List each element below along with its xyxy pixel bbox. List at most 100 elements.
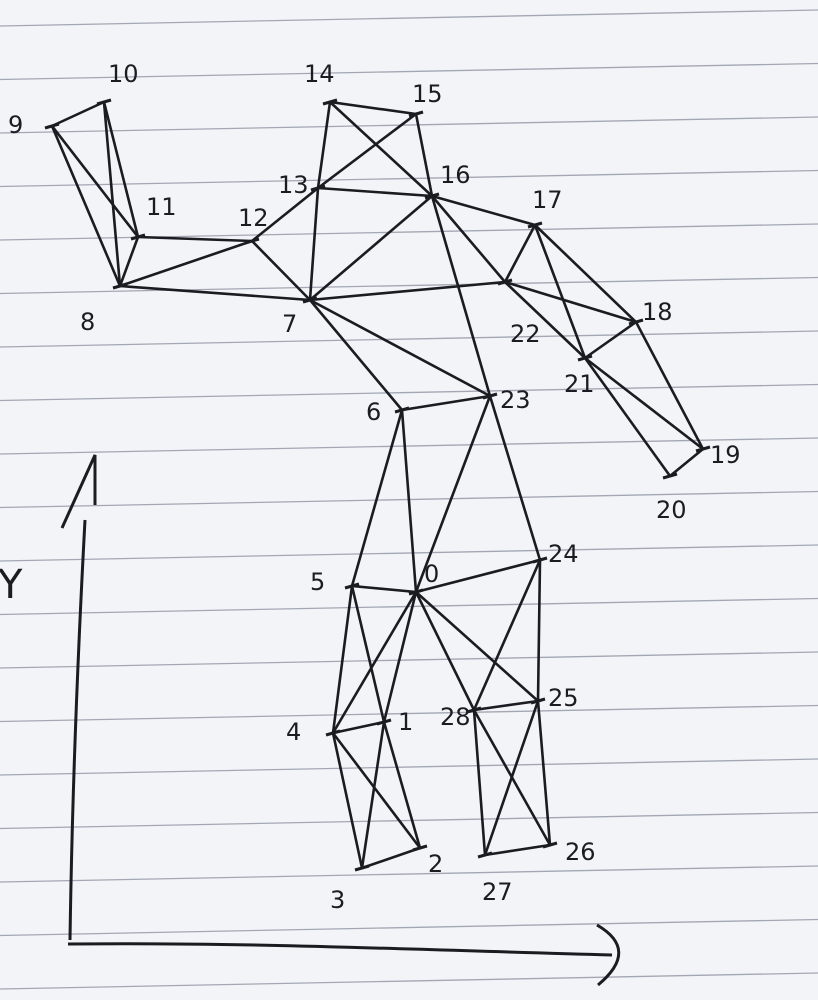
joint-15-mark <box>408 110 424 118</box>
y-axis-line <box>68 519 87 941</box>
segment-7-6 <box>308 298 404 412</box>
joint-17-label: 17 <box>532 186 563 214</box>
segment-12-13 <box>250 186 320 243</box>
joint-4-mark <box>325 729 341 737</box>
coordinate-axes: Y <box>0 454 621 987</box>
joint-8-label: 8 <box>80 308 95 336</box>
segment-13-7 <box>308 186 320 302</box>
joint-28-mark <box>466 706 482 714</box>
segment-10-8 <box>102 100 122 288</box>
joint-4-label: 4 <box>286 718 301 746</box>
joint-15-label: 15 <box>412 80 443 108</box>
joint-24-label: 24 <box>548 540 579 568</box>
segment-20-19 <box>668 447 705 478</box>
segment-4-1 <box>331 720 386 735</box>
ruled-line <box>0 330 818 348</box>
y-axis-label: Y <box>0 562 23 608</box>
y-axis-arrowhead <box>60 454 97 529</box>
segment-6-5 <box>350 408 404 588</box>
joint-9-mark <box>44 122 60 130</box>
joint-20-mark <box>662 472 678 480</box>
joint-10-mark <box>96 98 112 106</box>
segment-28-27 <box>472 708 487 857</box>
segment-16-17 <box>430 194 537 227</box>
joint-22-mark <box>497 278 513 286</box>
segment-0-1 <box>382 590 418 724</box>
joint-13-label: 13 <box>278 171 309 199</box>
segment-15-16 <box>414 112 434 198</box>
segment-24-28 <box>472 558 542 712</box>
segment-8-7 <box>118 284 312 302</box>
joint-21-label: 21 <box>564 370 595 398</box>
ruled-lines <box>0 9 818 990</box>
joint-25-mark <box>530 697 546 705</box>
joint-27-label: 27 <box>482 878 513 906</box>
joint-25-label: 25 <box>548 684 579 712</box>
joint-19-mark <box>695 445 711 453</box>
joint-18-mark <box>628 318 644 326</box>
joint-28-label: 28 <box>440 703 471 731</box>
joint-2-mark <box>412 844 428 852</box>
joint-27-mark <box>477 851 493 859</box>
joint-23-mark <box>482 392 498 400</box>
x-axis-arrowhead <box>596 923 621 987</box>
bone-segments <box>50 100 705 870</box>
segment-6-0 <box>400 408 418 594</box>
joint-1-mark <box>376 718 392 726</box>
segment-12-7 <box>250 239 312 302</box>
joint-11-label: 11 <box>146 193 177 221</box>
ruled-line <box>0 276 818 295</box>
joint-24-mark <box>532 556 548 564</box>
ruled-line <box>0 651 818 669</box>
segment-0-4 <box>331 590 418 735</box>
segment-7-23 <box>308 298 492 398</box>
segment-5-1 <box>350 584 386 724</box>
joint-26-mark <box>542 841 558 849</box>
joint-2-label: 2 <box>428 850 443 878</box>
ruled-line <box>0 9 818 27</box>
joint-6-mark <box>394 406 410 414</box>
joint-21-mark <box>577 354 593 362</box>
segment-13-14 <box>316 100 332 190</box>
joint-5-label: 5 <box>310 568 325 596</box>
segment-17-22 <box>503 223 537 284</box>
segment-18-21 <box>583 320 638 360</box>
segment-17-18 <box>533 223 638 324</box>
ruled-line <box>0 597 818 616</box>
joint-23-label: 23 <box>500 386 531 414</box>
segment-9-11 <box>50 124 140 239</box>
segment-4-2 <box>331 731 422 850</box>
joint-5-mark <box>344 582 360 590</box>
ruled-line <box>0 918 818 937</box>
segment-7-22 <box>308 280 507 302</box>
joint-0-mark <box>408 588 424 596</box>
ruled-line <box>0 116 818 134</box>
ruled-line <box>0 383 818 402</box>
joint-3-label: 3 <box>330 886 345 914</box>
joint-12-mark <box>244 237 260 245</box>
ruled-line <box>0 169 818 188</box>
segment-23-0 <box>414 394 492 594</box>
ruled-line <box>0 758 818 776</box>
joint-14-label: 14 <box>304 60 335 88</box>
segment-16-23 <box>430 194 492 398</box>
segment-8-11 <box>118 235 140 288</box>
segment-3-2 <box>360 846 422 870</box>
ruled-line <box>0 223 818 241</box>
segment-16-7 <box>308 194 434 302</box>
segment-27-26 <box>483 843 552 857</box>
segment-14-15 <box>328 100 418 116</box>
segment-5-0 <box>350 584 418 594</box>
segment-22-18 <box>503 280 638 324</box>
joint-10-label: 10 <box>108 60 139 88</box>
ruled-line <box>0 704 818 723</box>
ruled-line <box>0 865 818 883</box>
x-axis-line <box>67 942 613 957</box>
joint-markers <box>44 98 711 872</box>
segment-18-19 <box>634 320 705 451</box>
segment-23-24 <box>488 394 542 562</box>
segment-25-26 <box>536 699 552 847</box>
